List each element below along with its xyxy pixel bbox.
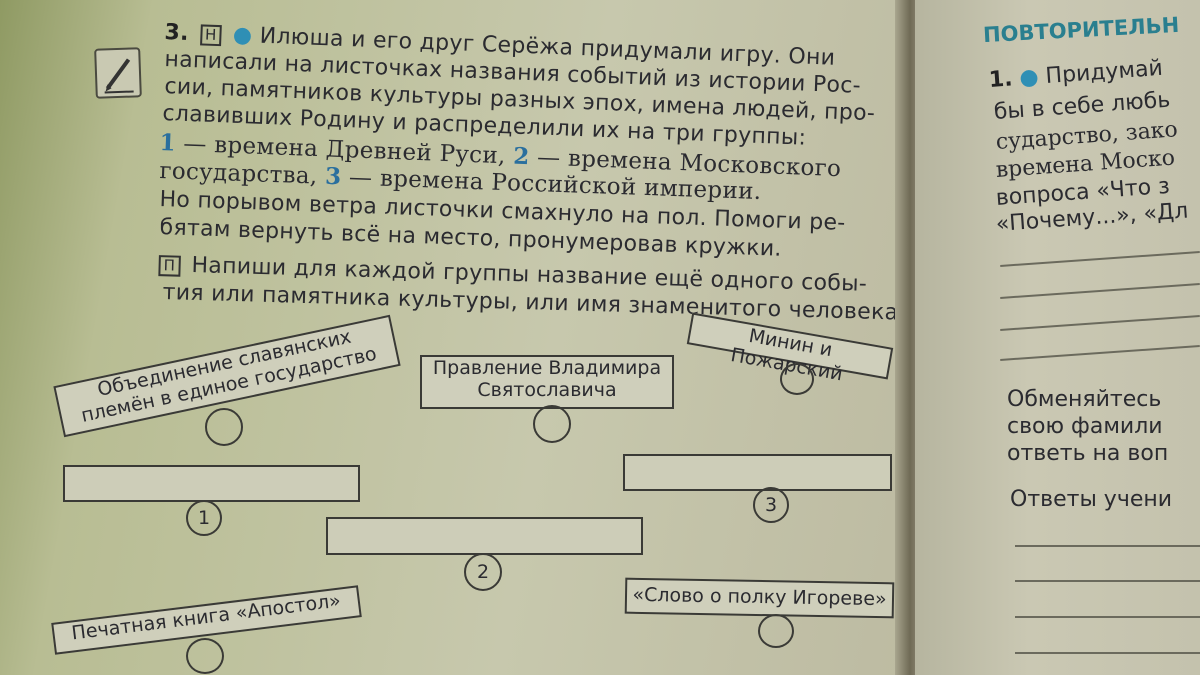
right-line-8: свою фамили <box>1007 414 1163 439</box>
blank-field-group-2[interactable] <box>326 517 643 555</box>
write-line[interactable] <box>1000 345 1200 361</box>
answer-circle-slovo[interactable] <box>758 614 794 648</box>
task-number: 3. <box>164 20 190 46</box>
answer-circle-minin[interactable] <box>780 363 814 395</box>
right-page-header: ПОВТОРИТЕЛЬН <box>982 12 1180 48</box>
bullet-icon: ● <box>232 22 253 49</box>
right-line-10: Ответы учени <box>1010 487 1173 512</box>
right-page: ПОВТОРИТЕЛЬН 1. ● Придумай бы в себе люб… <box>915 0 1200 675</box>
group-circle-3: 3 <box>753 487 789 523</box>
right-line-7: Обменяйтесь <box>1007 387 1162 412</box>
answer-circle-slavic-union[interactable] <box>205 408 243 446</box>
right-item-number: 1. <box>988 66 1014 93</box>
write-line[interactable] <box>1015 652 1200 654</box>
group-2-number: 2 <box>512 142 531 171</box>
right-bullet-icon: ● <box>1018 64 1040 91</box>
answer-circle-vladimir[interactable] <box>533 405 571 443</box>
card-text-2a: Правление Владимира <box>432 357 662 379</box>
write-line[interactable] <box>1000 315 1200 331</box>
group-circle-2: 2 <box>464 553 502 591</box>
right-line-9: ответь на воп <box>1007 441 1169 466</box>
right-text-1: Придумай <box>1044 55 1164 89</box>
card-vladimir-reign: Правление Владимира Святославича <box>420 355 674 409</box>
answer-circle-apostol[interactable] <box>186 638 224 674</box>
badge-h-icon: Н <box>199 23 223 46</box>
pencil-icon <box>94 47 142 99</box>
badge-p-icon: П <box>158 254 181 277</box>
write-line[interactable] <box>1015 580 1200 582</box>
write-line[interactable] <box>1015 616 1200 618</box>
card-text-2b: Святославича <box>477 379 617 401</box>
blank-field-group-3[interactable] <box>623 454 892 491</box>
write-line[interactable] <box>1000 283 1200 299</box>
group-2-text-cont: государства, <box>159 157 318 190</box>
group-3-number: 3 <box>324 162 342 191</box>
group-1-number: 1 <box>158 129 177 157</box>
card-slovo-igor: «Слово о полку Игореве» <box>624 577 895 619</box>
left-page: 3. Н ● Илюша и его друг Серёжа придумали… <box>0 0 905 675</box>
write-line[interactable] <box>1000 251 1200 267</box>
group-circle-1: 1 <box>186 500 222 536</box>
blank-field-group-1[interactable] <box>63 465 360 502</box>
right-line-1: 1. ● Придумай <box>988 56 1164 93</box>
write-line[interactable] <box>1015 545 1200 547</box>
